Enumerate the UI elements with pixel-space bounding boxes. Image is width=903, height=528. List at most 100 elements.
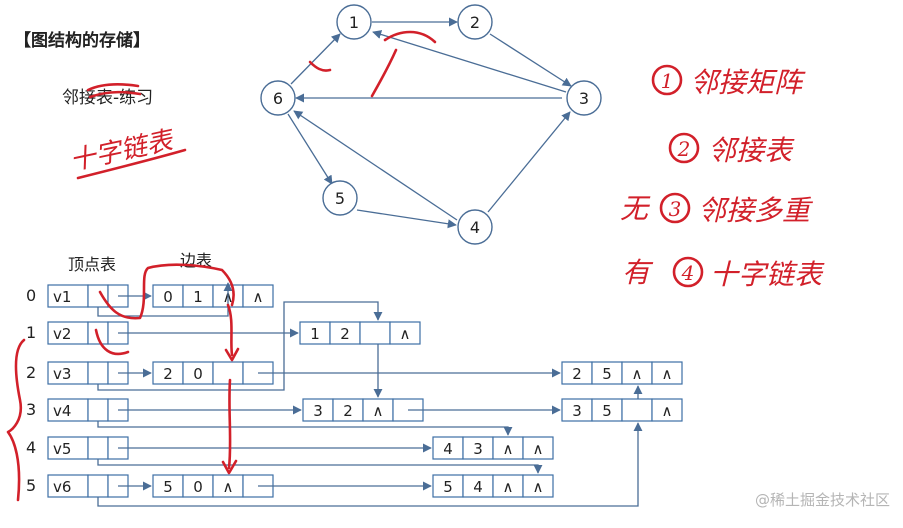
svg-text:0: 0	[193, 365, 203, 383]
svg-text:∧: ∧	[373, 402, 384, 420]
edge-4-3	[487, 111, 571, 213]
svg-text:1: 1	[26, 323, 36, 342]
vertex-row-5: 5 v6	[26, 474, 129, 498]
svg-text:3: 3	[669, 197, 682, 221]
ink-arrowhead-1	[224, 347, 240, 362]
svg-text:∧: ∧	[503, 440, 514, 458]
strike-scribble	[86, 82, 142, 99]
svg-text:∧: ∧	[533, 440, 544, 458]
svg-text:1: 1	[661, 69, 674, 93]
graph-node-3: 3	[566, 80, 602, 116]
svg-text:5: 5	[443, 478, 453, 496]
graph-nodes: 1 2 3 4 5 6	[260, 4, 602, 245]
svg-text:0: 0	[193, 478, 203, 496]
graph-node-2: 2	[457, 4, 493, 40]
graph-ink-slash-b	[308, 60, 332, 72]
note-2: 2 邻接表	[668, 132, 795, 167]
svg-text:0: 0	[163, 288, 173, 306]
svg-text:∧: ∧	[223, 478, 234, 496]
arc-node-3-5: 3 5 ∧	[561, 398, 683, 422]
ink-loop-top	[98, 263, 235, 320]
svg-text:v5: v5	[53, 440, 71, 458]
notes-list: 1 邻接矩阵 2 邻接表 无 3 邻接多重 有 4 十字链表	[620, 64, 825, 291]
svg-text:2: 2	[677, 137, 691, 161]
ink-hook	[94, 328, 130, 356]
svg-text:5: 5	[602, 365, 612, 383]
edge-6-5	[287, 113, 333, 185]
ink-down-1	[226, 303, 234, 357]
svg-text:3: 3	[579, 89, 589, 108]
svg-text:6: 6	[273, 89, 283, 108]
edge-5-4	[356, 209, 457, 229]
arc-node-2-5: 2 5 ∧ ∧	[561, 361, 683, 385]
graph-ink-slash-a	[370, 48, 398, 98]
svg-text:∧: ∧	[400, 325, 411, 343]
ptr-v6-in	[97, 422, 643, 507]
ink-arrowhead-2	[221, 459, 238, 475]
watermark: @稀土掘金技术社区	[755, 491, 890, 509]
svg-text:5: 5	[26, 476, 36, 495]
vertex-row-3: 3 v4	[26, 398, 129, 422]
svg-text:3: 3	[572, 402, 582, 420]
svg-text:十字链表: 十字链表	[710, 258, 825, 291]
svg-text:v6: v6	[53, 478, 71, 496]
note-4: 有 4 十字链表	[622, 256, 825, 291]
graph-node-5: 5	[322, 180, 358, 216]
svg-text:2: 2	[26, 363, 36, 382]
note-3: 无 3 邻接多重	[620, 192, 814, 227]
svg-text:∧: ∧	[533, 478, 544, 496]
svg-text:2: 2	[340, 325, 350, 343]
vertex-table: 0 v1 1 v2 2 v3 3 v4 4 v5 5 v6	[26, 284, 129, 498]
graph-node-4: 4	[457, 209, 493, 245]
svg-text:2: 2	[572, 365, 582, 383]
svg-text:4: 4	[443, 440, 453, 458]
arc-node-2-0: 2 0	[152, 361, 274, 385]
svg-text:v4: v4	[53, 402, 71, 420]
svg-text:邻接矩阵: 邻接矩阵	[690, 66, 806, 99]
svg-text:∧: ∧	[253, 288, 264, 306]
ptr-v5-in	[97, 459, 543, 474]
edge-6-1	[290, 33, 341, 85]
svg-text:∧: ∧	[632, 365, 643, 383]
edge-3-1	[372, 30, 567, 93]
svg-text:v2: v2	[53, 325, 71, 343]
graph-node-1: 1	[336, 4, 372, 40]
svg-text:3: 3	[26, 400, 36, 419]
vertex-row-0: 0 v1	[26, 284, 129, 308]
svg-text:2: 2	[163, 365, 173, 383]
svg-text:邻接多重: 邻接多重	[698, 194, 814, 227]
ptr-v3-in	[97, 301, 383, 391]
page-title: 【图结构的存储】	[14, 30, 150, 51]
table-ink	[6, 263, 240, 502]
svg-text:0: 0	[26, 286, 36, 305]
svg-text:1: 1	[193, 288, 203, 306]
svg-text:4: 4	[473, 478, 483, 496]
svg-text:v1: v1	[53, 288, 71, 306]
handwritten-title: 十字链表	[67, 125, 178, 177]
vertex-row-2: 2 v3	[26, 361, 129, 385]
arc-nodes: 0 1 ∧ ∧ 1 2 ∧ 2 0 2 5 ∧ ∧ 3 2 ∧	[152, 284, 683, 498]
svg-text:无: 无	[620, 192, 651, 225]
arc-node-3-2: 3 2 ∧	[302, 398, 424, 422]
subtitle: 邻接表-练习	[62, 88, 153, 108]
svg-text:1: 1	[310, 325, 320, 343]
arc-node-5-0: 5 0 ∧	[152, 474, 274, 498]
ink-brace	[6, 338, 26, 502]
svg-text:2: 2	[470, 13, 480, 32]
ptr-v4-in	[97, 421, 513, 436]
svg-text:5: 5	[163, 478, 173, 496]
arc-node-4-3: 4 3 ∧ ∧	[432, 436, 554, 460]
handwritten-underline	[76, 148, 187, 180]
graph-edges	[287, 17, 572, 229]
graph-node-6: 6	[260, 80, 296, 116]
pointer-lines	[97, 282, 643, 507]
edge-2-3	[489, 33, 572, 87]
svg-text:2: 2	[343, 402, 353, 420]
arc-node-0-1: 0 1 ∧ ∧	[152, 284, 274, 308]
vertex-row-1: 1 v2	[26, 321, 129, 345]
note-1: 1 邻接矩阵	[651, 64, 806, 99]
ptr-v2-in	[97, 282, 233, 317]
svg-text:3: 3	[473, 440, 483, 458]
svg-text:5: 5	[602, 402, 612, 420]
